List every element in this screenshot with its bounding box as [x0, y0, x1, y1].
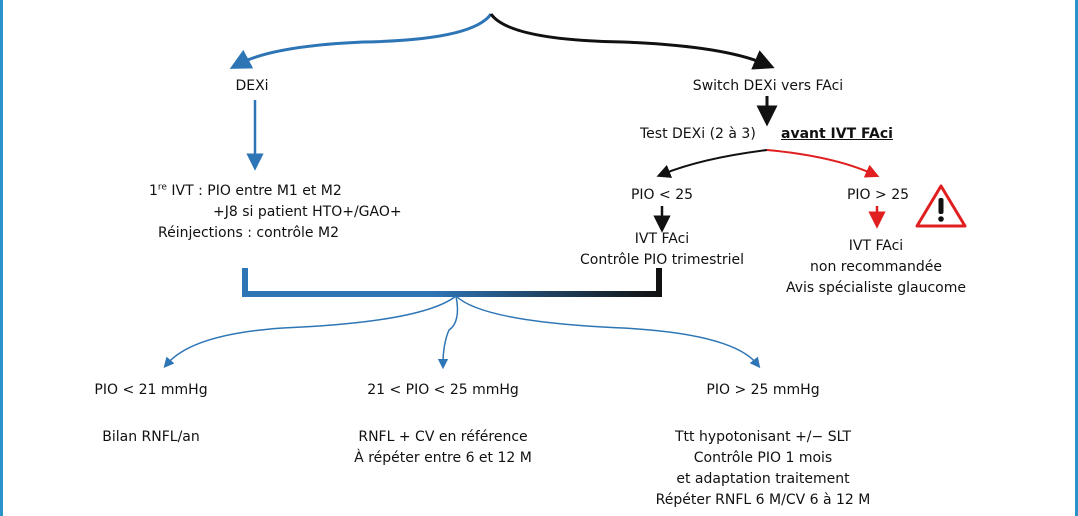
- high-pio-line-3: Avis spécialiste glaucome: [785, 280, 967, 296]
- outcome-1-label: PIO < 21 mmHg: [94, 382, 208, 398]
- dexi-first-ivt: 1re IVT : PIO entre M1 et M2: [149, 182, 342, 199]
- outcome-2-line-1: RNFL + CV en référence: [358, 429, 528, 445]
- switch-label: Switch DEXi vers FAci: [692, 78, 844, 94]
- arrow-to-low-pio: [656, 149, 768, 178]
- outcome-3-label: PIO > 25 mmHg: [706, 382, 820, 398]
- outcome-3-line-1: Ttt hypotonisant +/− SLT: [674, 429, 852, 445]
- arrow-to-outcome-2: [437, 295, 459, 370]
- low-pio-line-1: IVT FAci: [634, 231, 690, 247]
- test-dexi-label: Test DEXi (2 à 3): [640, 126, 756, 142]
- outcome-3-line-2: Contrôle PIO 1 mois: [693, 450, 833, 466]
- high-pio-label: PIO > 25: [846, 187, 910, 203]
- outcome-3-line-3: et adaptation traitement: [676, 471, 850, 487]
- arrow-to-outcome-1: [163, 295, 457, 368]
- outcome-2-label: 21 < PIO < 25 mmHg: [367, 382, 519, 398]
- low-pio-line-2: Contrôle PIO trimestriel: [579, 252, 745, 268]
- outcome-3-line-4: Répéter RNFL 6 M/CV 6 à 12 M: [655, 492, 871, 508]
- high-pio-line-1: IVT FAci: [848, 238, 904, 254]
- outcome-2-line-2: À répéter entre 6 et 12 M: [354, 450, 532, 466]
- arrow-to-outcome-3: [455, 295, 761, 369]
- top-arrow-to-dexi: [229, 13, 493, 69]
- outcome-1-line-1: Bilan RNFL/an: [102, 429, 200, 445]
- dexi-label: DEXi: [235, 78, 269, 94]
- top-arrow-to-switch: [489, 13, 775, 70]
- arrow-to-high-pio: [766, 149, 880, 178]
- merge-bracket: [242, 268, 662, 297]
- warning-triangle-icon: [915, 184, 967, 228]
- high-pio-line-2: non recommandée: [810, 259, 942, 275]
- dexi-reinjection-line: Réinjections : contrôle M2: [158, 225, 339, 241]
- test-dexi-emphasis: avant IVT FAci: [781, 126, 893, 142]
- low-pio-label: PIO < 25: [630, 187, 694, 203]
- connector-layer: [163, 13, 967, 370]
- dexi-j8-line: +J8 si patient HTO+/GAO+: [213, 204, 402, 220]
